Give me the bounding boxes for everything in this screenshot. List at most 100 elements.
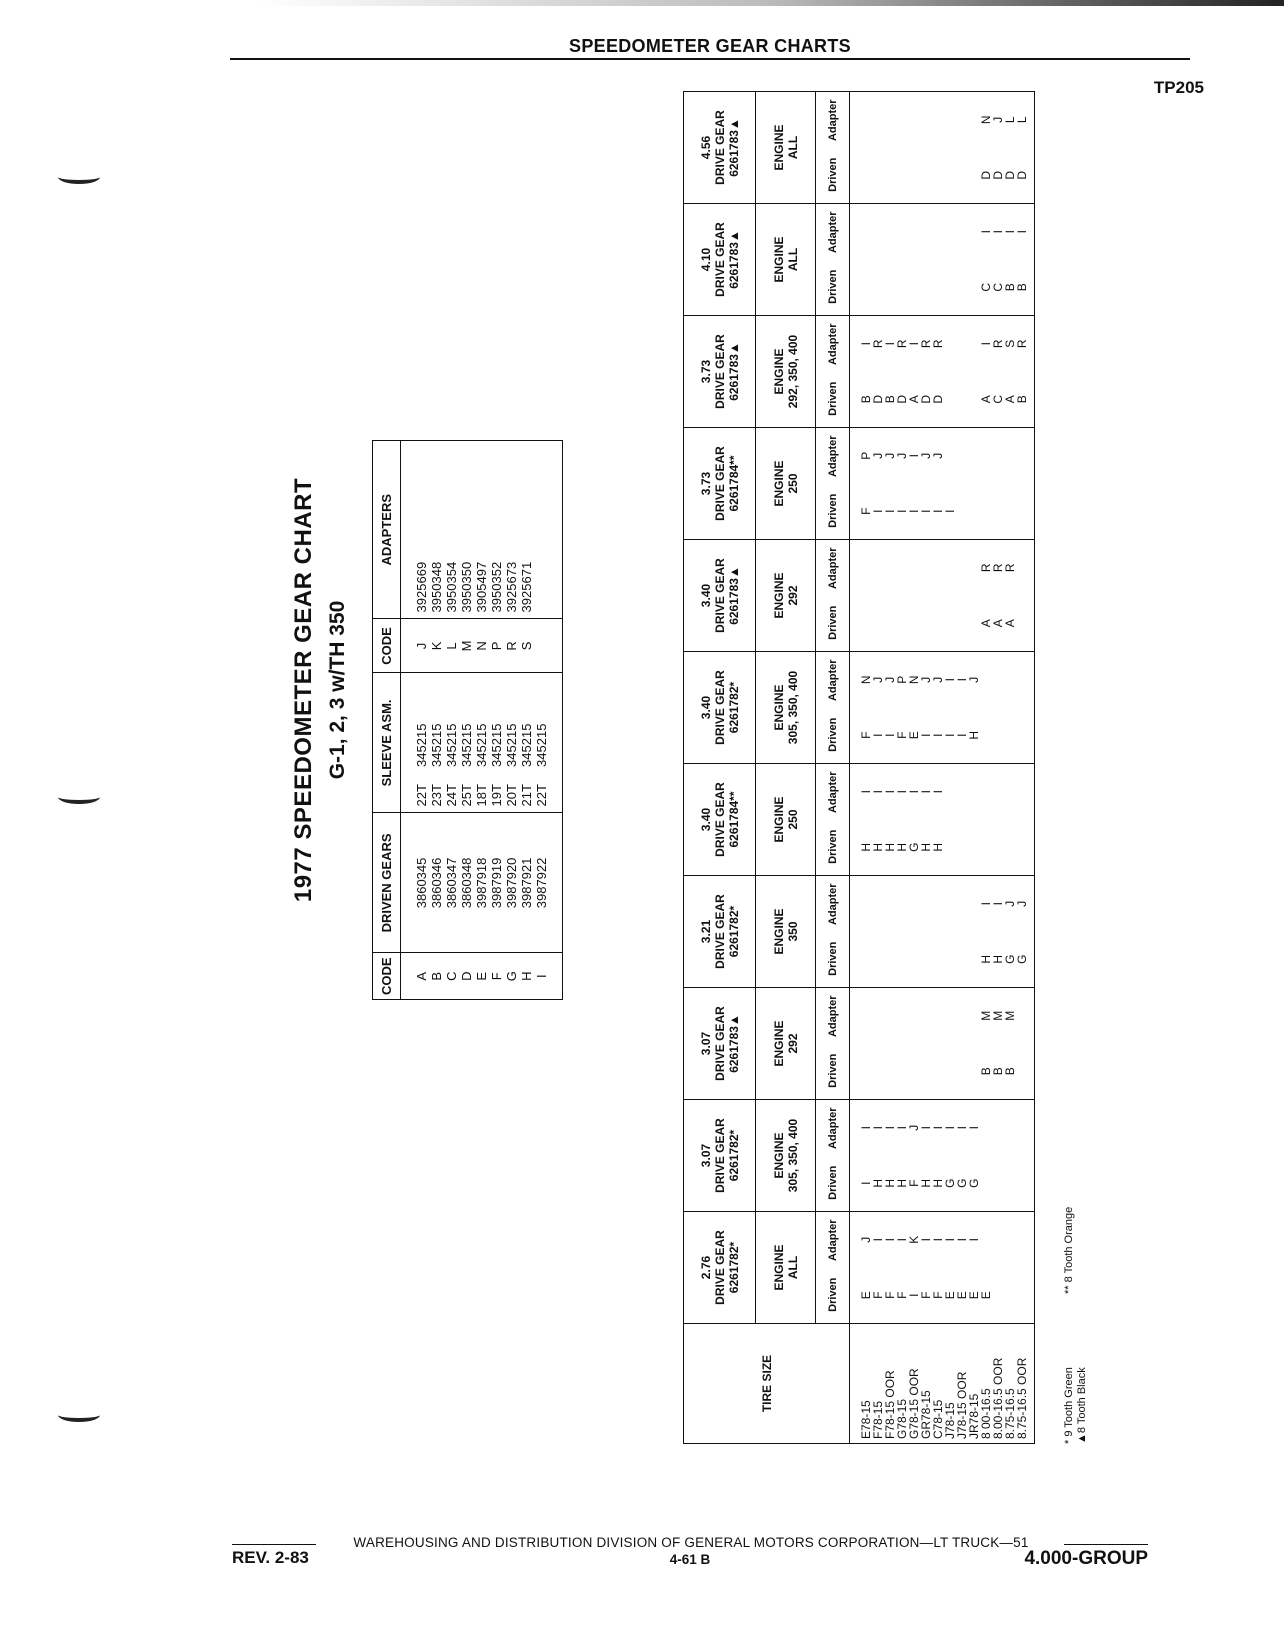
gear-data-line [884, 204, 896, 315]
engine-value: 305, 350, 400 [785, 670, 800, 745]
gear-ratio: 4.56 [698, 135, 713, 160]
gear-data-line [980, 764, 992, 875]
gear-data-line: IJ [871, 652, 885, 763]
driven-code: A [1003, 619, 1017, 628]
driven-gear-number: 3860345 [400, 812, 429, 953]
engine-label: ENGINE [771, 684, 786, 731]
driven-adapter-header: DrivenAdapter [815, 91, 850, 204]
speedometer-code-chart: 1977 SPEEDOMETER GEAR CHART G-1, 2, 3 w/… [200, 380, 660, 1000]
gear-data-line: DR [871, 316, 885, 427]
driven-code: G [967, 1178, 981, 1188]
gear-data-line: BI [859, 316, 873, 427]
driven-adapter-header: DrivenAdapter [815, 987, 850, 1100]
adapter-code: P [489, 618, 504, 673]
legend: * 9 Tooth Green ▲8 Tooth Black ** 8 Toot… [1063, 844, 1089, 1444]
gear-data-line: FN [859, 652, 873, 763]
gear-data-line: BR [1015, 316, 1029, 427]
engine-value: 250 [785, 809, 800, 830]
gear-data-line [956, 204, 968, 315]
gear-data-line [920, 988, 932, 1099]
gear-data-line [956, 876, 968, 987]
gear-data-line [1004, 1100, 1016, 1211]
row-code: C [444, 952, 459, 1000]
gear-data-line [980, 652, 992, 763]
adapter-number: 3950350 [459, 440, 474, 619]
adapter-label: Adapter [826, 323, 839, 366]
tooth-count: 23T [429, 772, 444, 813]
gear-data-line: FJ [907, 1100, 921, 1211]
adapter-code: R [1015, 339, 1029, 349]
footer-rule-right [1064, 1544, 1148, 1545]
driven-label: Driven [826, 717, 839, 752]
gear-data-line: AR [1003, 540, 1017, 651]
sleeve-asm-number: 345215 [444, 672, 459, 773]
driven-code: B [1003, 1067, 1017, 1076]
binder-hole-mark [58, 170, 100, 184]
scan-top-edge [0, 0, 1284, 6]
adapter-code: M [1003, 1010, 1017, 1021]
gear-data-line: HI [991, 876, 1005, 987]
header-rule [230, 58, 1190, 60]
tooth-count: 25T [459, 772, 474, 813]
row-code: H [519, 952, 534, 1000]
gear-data-line: GI [907, 764, 921, 875]
gear-data-line [896, 876, 908, 987]
header-code: CODE [372, 952, 401, 1000]
gear-data-line: IK [907, 1212, 921, 1323]
gear-data-line: AR [979, 540, 993, 651]
gear-data-line [992, 764, 1004, 875]
driven-adapter-header: DrivenAdapter [815, 763, 850, 876]
gear-data-line: IJ [919, 652, 933, 763]
adapter-code [534, 618, 563, 673]
row-code: B [429, 952, 444, 1000]
gear-data-line [968, 988, 980, 1099]
gear-data-line: DR [919, 316, 933, 427]
gear-data-line: CI [979, 204, 993, 315]
adapter-code: I [1015, 230, 1029, 234]
drive-gear-part: 6261782* [726, 905, 741, 958]
gear-data-line [968, 92, 980, 203]
adapter-code: K [429, 618, 444, 673]
gear-data-line [944, 204, 956, 315]
gear-data-line [908, 92, 920, 203]
gear-data-line: IJ [895, 428, 909, 539]
page-code: TP205 [1153, 78, 1204, 97]
gear-data-line: HI [883, 1100, 897, 1211]
gear-data-line [1004, 428, 1016, 539]
driven-adapter-header: DrivenAdapter [815, 427, 850, 540]
gear-data-line [920, 92, 932, 203]
gear-data-line: HI [883, 764, 897, 875]
gear-ratio: 3.40 [698, 807, 713, 832]
engine-label: ENGINE [771, 236, 786, 283]
gear-data-line [992, 1100, 1004, 1211]
gear-data-line: HI [979, 876, 993, 987]
gear-data-line: GJ [1003, 876, 1017, 987]
driven-label: Driven [826, 269, 839, 304]
gear-ratio: 3.73 [698, 359, 713, 384]
tooth-count: 24T [444, 772, 459, 813]
gear-data-line: EN [907, 652, 921, 763]
gear-data-line [980, 1100, 992, 1211]
gear-data-line [860, 540, 872, 651]
engine-value: 292 [785, 585, 800, 606]
driven-adapter-header: DrivenAdapter [815, 315, 850, 428]
gear-data-line: IJ [871, 428, 885, 539]
